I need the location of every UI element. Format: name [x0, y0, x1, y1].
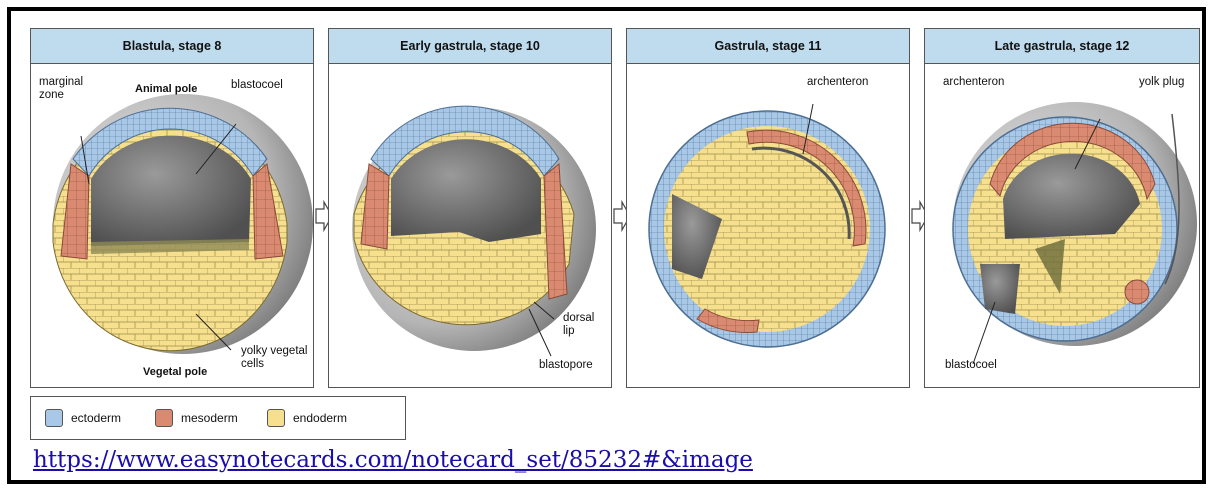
- label-yolky-vegetal-cells: yolky vegetal cells: [241, 345, 314, 371]
- legend-label: mesoderm: [181, 411, 238, 425]
- ectoderm-swatch: [45, 409, 63, 427]
- mesoderm-swatch: [155, 409, 173, 427]
- panel-early-gastrula: Early gastrula, stage 10 dorsal lip blas…: [328, 28, 612, 388]
- label-blastocoel: blastocoel: [231, 79, 283, 92]
- panel-gastrula: Gastrula, stage 11 archenteron: [626, 28, 910, 388]
- figure-frame: Blastula, stage 8 marginal zone Animal p…: [7, 7, 1206, 484]
- blastula-illustration: [31, 64, 314, 388]
- label-blastocoel: blastocoel: [945, 359, 997, 372]
- panel-title: Gastrula, stage 11: [627, 29, 909, 64]
- source-link[interactable]: https://www.easynotecards.com/notecard_s…: [33, 447, 753, 473]
- label-animal-pole: Animal pole: [135, 83, 197, 96]
- label-blastopore: blastopore: [539, 359, 593, 372]
- late-gastrula-illustration: [925, 64, 1200, 388]
- early-gastrula-illustration: [329, 64, 612, 388]
- endoderm-swatch: [267, 409, 285, 427]
- panel-title: Blastula, stage 8: [31, 29, 313, 64]
- label-dorsal-lip: dorsal lip: [563, 312, 603, 338]
- label-vegetal-pole: Vegetal pole: [143, 366, 207, 379]
- legend: ectoderm mesoderm endoderm: [30, 396, 406, 440]
- legend-label: ectoderm: [71, 411, 121, 425]
- blastocoel-cavity: [980, 264, 1020, 314]
- panel-title: Late gastrula, stage 12: [925, 29, 1199, 64]
- label-marginal-zone: marginal zone: [39, 76, 99, 102]
- pointer-line: [973, 302, 995, 364]
- panel-title: Early gastrula, stage 10: [329, 29, 611, 64]
- label-archenteron: archenteron: [807, 76, 868, 89]
- legend-label: endoderm: [293, 411, 347, 425]
- gastrula-illustration: [627, 64, 910, 388]
- yolk-plug-mesoderm: [1125, 280, 1149, 304]
- label-yolk-plug: yolk plug: [1139, 76, 1184, 89]
- panel-blastula: Blastula, stage 8 marginal zone Animal p…: [30, 28, 314, 388]
- label-archenteron: archenteron: [943, 76, 1004, 89]
- panel-late-gastrula: Late gastrula, stage 12 archenteron yolk…: [924, 28, 1200, 388]
